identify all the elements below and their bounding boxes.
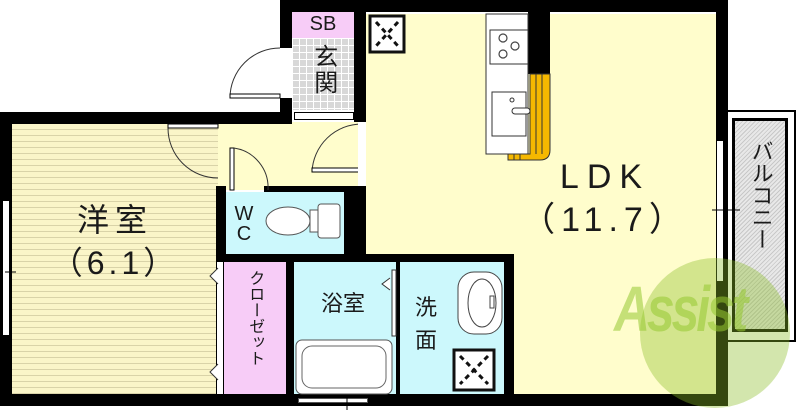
wall (354, 12, 366, 122)
window (716, 140, 724, 282)
washroom-label-2: 面 (414, 329, 437, 354)
window (298, 398, 368, 403)
wall (264, 186, 364, 192)
balcony-label-text: バルコニー (747, 140, 773, 250)
wall (528, 12, 550, 74)
western-room-size: （6.1） (50, 244, 180, 281)
closet-partition (216, 262, 224, 394)
wc-label: W C (232, 204, 256, 244)
wc-label-c: C (236, 223, 252, 245)
wall (216, 254, 514, 262)
closet-floor (224, 262, 286, 394)
wc-label-w: W (234, 203, 254, 225)
wall (216, 186, 226, 262)
wall (396, 254, 400, 402)
shoe-box (292, 12, 354, 38)
wall (280, 0, 728, 12)
washroom-label-1: 洗 (414, 296, 437, 321)
shoe-box-label: SB (309, 13, 337, 35)
hallway-floor (216, 122, 376, 190)
entrance-label-text: 玄関 (309, 44, 338, 96)
ldk-size: （11.7） (521, 201, 689, 240)
bathroom-label: 浴室 (320, 292, 365, 317)
window (294, 112, 354, 120)
wall (0, 112, 292, 124)
western-room-floor (12, 124, 218, 396)
closet-label: クローゼット (224, 270, 286, 370)
window (2, 200, 10, 336)
wall (344, 186, 366, 262)
wall (280, 0, 292, 48)
balcony-floor (732, 118, 788, 332)
wall (504, 254, 514, 402)
closet-label-text: クローゼット (246, 270, 266, 366)
washroom-label: 洗 面 (404, 292, 448, 358)
entrance-floor (292, 38, 354, 110)
balcony-label: バルコニー (732, 140, 788, 256)
wall (286, 254, 294, 402)
western-room-label: 洋室 （6.1） (30, 202, 200, 282)
ldk-label: LDK （11.7） (520, 158, 690, 240)
western-room-name: 洋室 (76, 201, 153, 239)
ldk-name: LDK (559, 158, 651, 196)
entrance-label: 玄関 (292, 44, 354, 103)
